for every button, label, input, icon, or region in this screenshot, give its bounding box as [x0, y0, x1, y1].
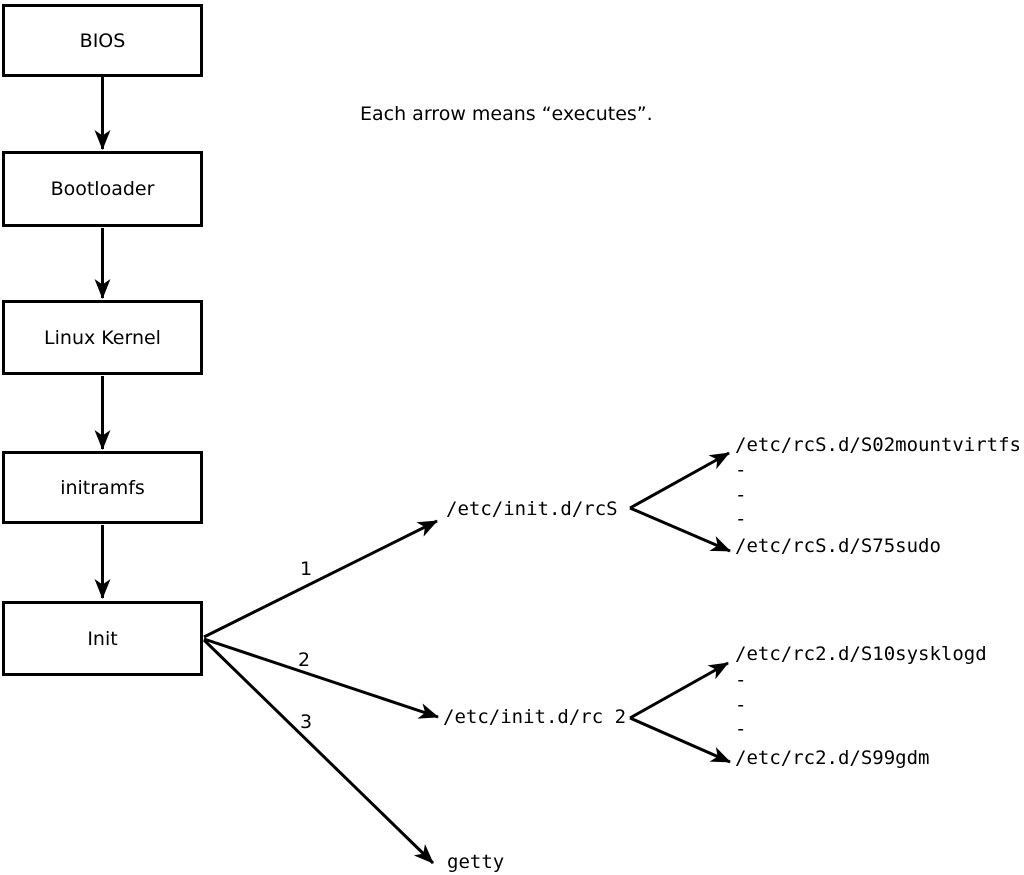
node-init: Init: [2, 601, 203, 676]
node-linux-kernel: Linux Kernel: [2, 300, 203, 375]
arrow-init-to-getty: [202, 638, 435, 865]
node-initramfs-label: initramfs: [60, 476, 145, 499]
branch-2-number: 2: [298, 649, 311, 671]
branch-1-number: 1: [300, 558, 313, 580]
node-bootloader: Bootloader: [2, 151, 203, 227]
node-rc2-script: /etc/init.d/rc 2: [443, 706, 627, 728]
arrow-init-to-rcs: [203, 519, 438, 639]
branch-3-number: 3: [300, 711, 313, 733]
arrow-rcs-to-last-script: [629, 506, 731, 553]
node-getty: getty: [447, 851, 505, 873]
arrow-rc2-to-last-script: [629, 716, 731, 764]
diagram-caption: Each arrow means “executes”.: [360, 103, 653, 125]
node-rcs-last-script: /etc/rcS.d/S75sudo: [735, 535, 941, 557]
arrow-init-to-rc2: [203, 637, 439, 719]
rcs-ellipsis-dash: -: [735, 459, 747, 481]
rc2-ellipsis-dash: -: [735, 669, 747, 691]
node-bootloader-label: Bootloader: [50, 178, 155, 200]
node-rc2-last-script: /etc/rc2.d/S99gdm: [735, 747, 930, 769]
rcs-ellipsis-dash: -: [735, 508, 747, 530]
node-rc2-first-script: /etc/rc2.d/S10sysklogd: [735, 643, 987, 665]
node-init-label: Init: [87, 627, 118, 650]
node-initramfs: initramfs: [2, 451, 203, 524]
arrow-rcs-to-first-script: [629, 451, 730, 510]
rc2-ellipsis-dash: -: [735, 694, 747, 716]
node-linux-kernel-label: Linux Kernel: [44, 326, 161, 349]
rcs-ellipsis-dash: -: [735, 484, 747, 506]
node-bios: BIOS: [2, 4, 203, 77]
node-rcs-first-script: /etc/rcS.d/S02mountvirtfs: [735, 434, 1021, 456]
node-rcs-script: /etc/init.d/rcS: [446, 498, 618, 520]
rc2-ellipsis-dash: -: [735, 718, 747, 740]
arrow-rc2-to-first-script: [629, 661, 729, 720]
node-bios-label: BIOS: [79, 29, 126, 52]
